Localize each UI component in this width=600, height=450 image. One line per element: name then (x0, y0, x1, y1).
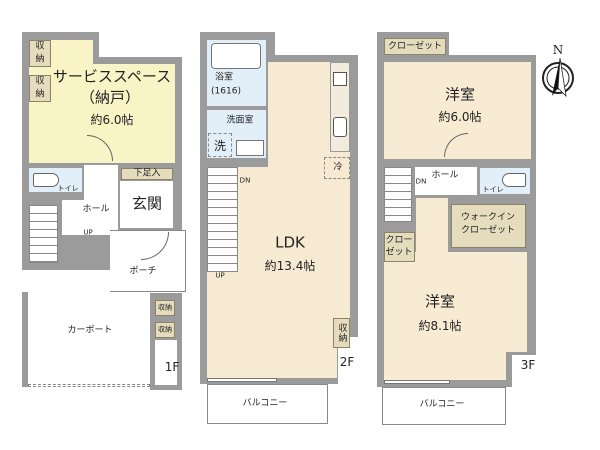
ldk-label: LDK (275, 233, 305, 252)
toilet-label: トイレ (482, 185, 504, 194)
room-lower-label: 洋室 (424, 292, 456, 311)
kitchen-sink-icon (333, 117, 347, 137)
balcony-label: バルコニー (242, 398, 288, 409)
hall-label: ホール (82, 204, 110, 215)
hall-label: ホール (431, 170, 459, 181)
staircase (207, 167, 238, 272)
room-lower-size: 約8.1帖 (418, 319, 462, 333)
balcony (382, 387, 506, 425)
storage-1 (29, 40, 51, 67)
floor-label-2f: 2F (339, 355, 355, 369)
floor-label-3f: 3F (520, 358, 536, 372)
shoe-storage-label: 下足入 (133, 168, 161, 179)
room-upper-size: 約6.0帖 (438, 110, 482, 124)
stairs-dn-label: DN (415, 177, 427, 186)
stairs-dn-label: DN (239, 176, 251, 185)
washer-label: 洗 (213, 139, 227, 153)
toilet-icon (33, 173, 59, 187)
hall (62, 200, 118, 235)
balcony (207, 384, 328, 424)
window (384, 380, 450, 384)
porch-label: ポーチ (129, 266, 157, 277)
wall-recess (155, 340, 177, 385)
bathtub-icon (211, 43, 261, 69)
storage (333, 318, 350, 348)
window (207, 378, 277, 382)
stove-icon (333, 72, 347, 86)
toilet-label: トイレ (57, 184, 79, 193)
closet-left-label-2: ゼット (385, 247, 413, 258)
small-storage-2-label: 収納 (158, 325, 172, 334)
fridge-space (324, 157, 350, 179)
carport-edge (28, 384, 150, 387)
ldk-size: 約13.4帖 (264, 259, 316, 273)
staircase (29, 205, 58, 263)
walk-in-closet-label-2: クローゼット (460, 225, 516, 236)
stairs-up-label: UP (83, 228, 93, 237)
small-storage-1 (155, 300, 175, 316)
small-storage-1-label: 収納 (158, 303, 172, 312)
storage-2 (29, 75, 51, 102)
small-storage-2 (155, 322, 175, 338)
closet-left-label-1: クロー (385, 235, 413, 246)
storage-2-label-a: 収 (35, 76, 45, 87)
shoe-storage (121, 168, 173, 180)
balcony-label: バルコニー (419, 399, 465, 410)
toilet-icon (502, 173, 526, 187)
western-room-lower (384, 348, 506, 380)
north-label: N (552, 43, 564, 57)
walk-in-closet (451, 204, 526, 248)
north-arrow-icon (542, 58, 574, 98)
closet-left (384, 232, 415, 262)
stairs-up-label: UP (215, 271, 225, 280)
service-space-label: サービススペース (52, 67, 172, 86)
entrance (120, 181, 173, 228)
walk-in-closet-label-1: ウォークイン (460, 212, 516, 223)
storage-1-label-b: 納 (35, 54, 45, 65)
washer-space (208, 133, 232, 157)
service-space-sub: （納戸） (79, 88, 141, 107)
closet-top (384, 38, 446, 55)
sink-icon (236, 140, 264, 156)
porch (110, 230, 186, 292)
bath-size-label: (1616) (211, 86, 241, 97)
wall (22, 292, 28, 387)
bath-label: 浴室 (214, 72, 234, 83)
fridge-label: 冷 (333, 162, 343, 173)
service-space-size: 約6.0帖 (90, 113, 134, 127)
ldk-room (207, 272, 337, 378)
staircase (384, 167, 412, 222)
western-room-lower (384, 252, 527, 352)
washroom-label: 洗面室 (226, 115, 254, 126)
western-room-lower (416, 198, 448, 258)
storage-2-label-b: 納 (35, 89, 45, 100)
entrance-label: 玄関 (131, 194, 163, 213)
storage-1-label-a: 収 (35, 41, 45, 52)
western-room-upper (384, 62, 531, 159)
carport-label: カーポート (67, 325, 113, 336)
room-upper-label: 洋室 (444, 85, 476, 104)
closet-top-label: クローゼット (387, 41, 443, 52)
floor-label-1f: 1F (164, 360, 180, 374)
hall (415, 167, 477, 195)
storage-label: 収納 (336, 323, 347, 343)
